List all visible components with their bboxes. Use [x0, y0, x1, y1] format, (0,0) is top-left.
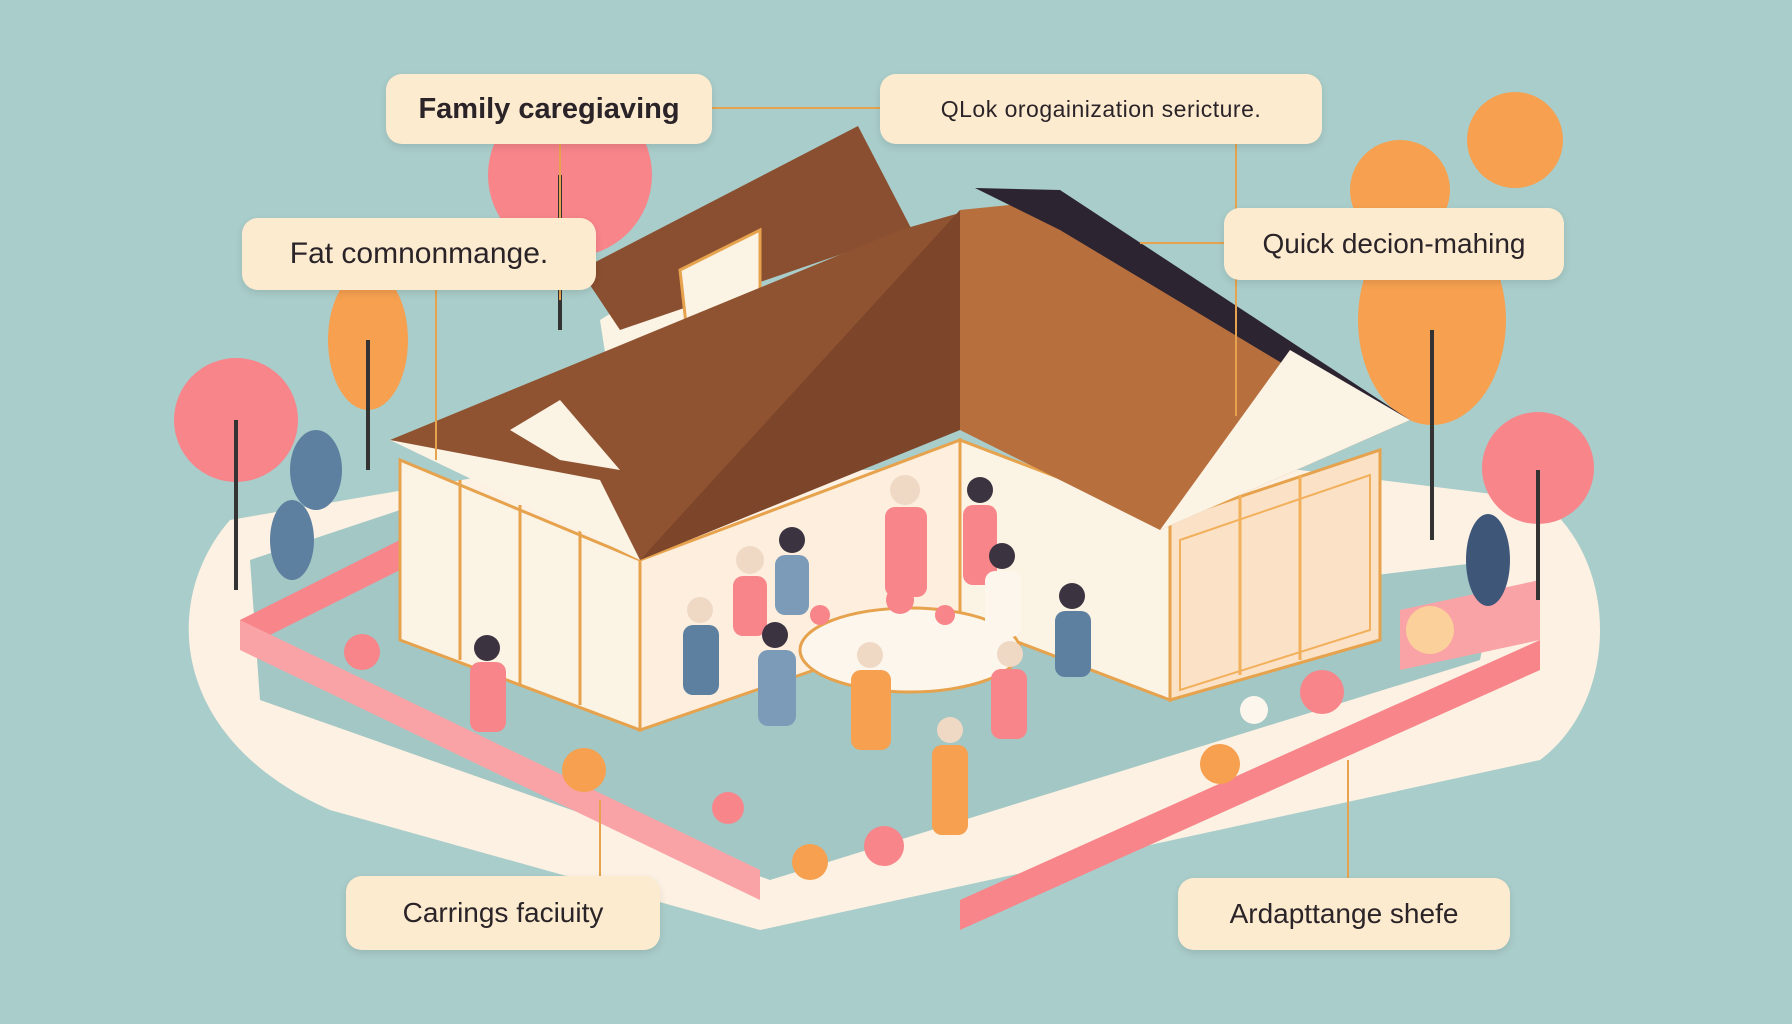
- callout-quick-decision-making: Quick decion-mahing: [1224, 208, 1564, 280]
- callout-label: Family caregiaving: [418, 92, 680, 125]
- callout-connectors: [435, 107, 1349, 878]
- callout-family-caregiving: Family caregiaving: [386, 74, 712, 144]
- callout-label: QLok orogainization sericture.: [940, 95, 1262, 122]
- callout-label: Fat comnonmange.: [289, 237, 549, 270]
- callout-label: Ardapttange shefe: [1229, 898, 1459, 929]
- callout-label: Carrings faciuity: [402, 897, 604, 928]
- gathering-group: [470, 475, 1091, 835]
- callout-adaptive-shelf: Ardapttange shefe: [1178, 878, 1510, 950]
- callout-fat-communication: Fat comnonmange.: [242, 218, 596, 290]
- house-roof: [390, 188, 1410, 560]
- callout-label: Quick decion-mahing: [1262, 228, 1526, 259]
- callout-organization-structure: QLok orogainization sericture.: [880, 74, 1322, 144]
- callout-caring-facility: Carrings faciuity: [346, 876, 660, 950]
- flowers: [344, 606, 1454, 880]
- fence-walls: [240, 540, 1540, 930]
